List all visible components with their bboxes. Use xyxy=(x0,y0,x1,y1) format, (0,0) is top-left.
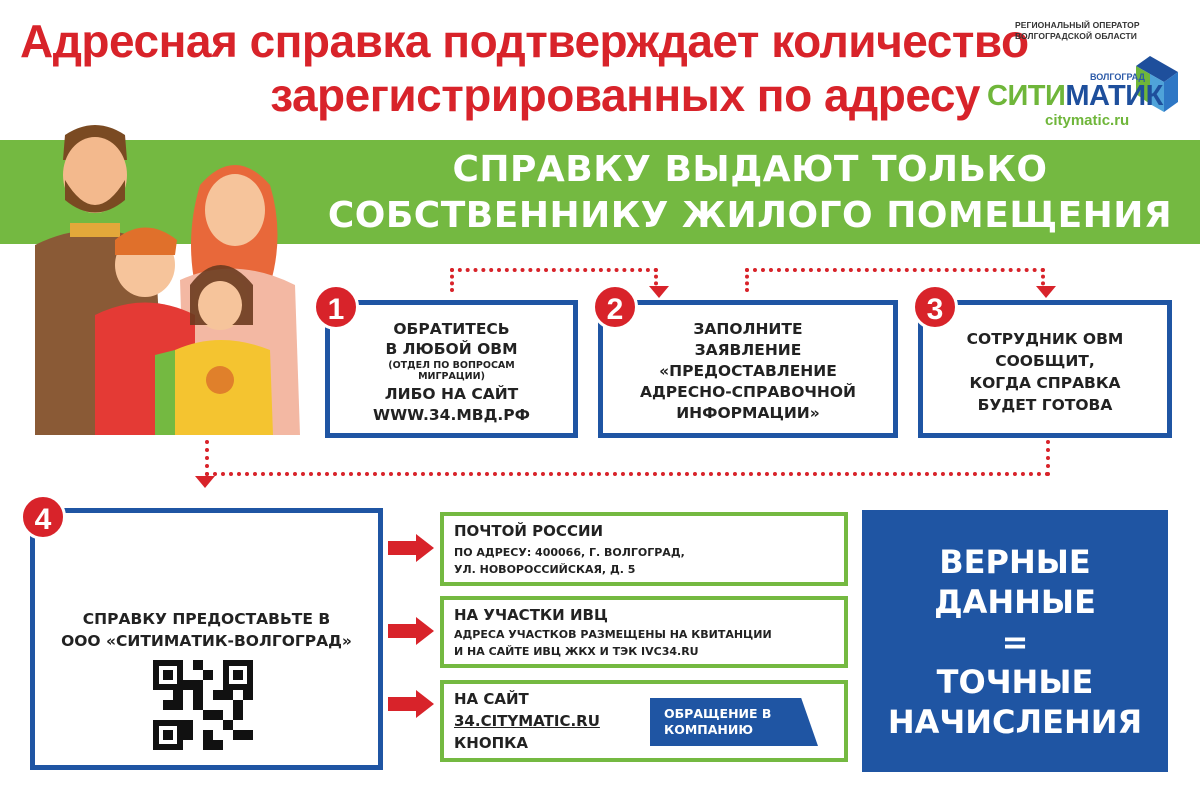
step-4-box: СПРАВКУ ПРЕДОСТАВЬТЕ В ООО «СИТИМАТИК-ВО… xyxy=(30,508,383,770)
step-2-line-3: «ПРЕДОСТАВЛЕНИЕ xyxy=(659,362,837,380)
connector-arrow-4-icon xyxy=(195,476,215,488)
option-post-sub-2: УЛ. НОВОРОССИЙСКАЯ, Д. 5 xyxy=(454,563,636,576)
headline-line-1: Адресная справка подтверждает количество xyxy=(20,15,1029,67)
appeal-button[interactable]: ОБРАЩЕНИЕ В КОМПАНИЮ xyxy=(650,698,818,746)
option-post-title: ПОЧТОЙ РОССИИ xyxy=(454,522,604,540)
step-3-line-2: СООБЩИТ, xyxy=(995,352,1095,370)
step-1-number: 1 xyxy=(313,284,359,330)
step-2-line-4: АДРЕСНО-СПРАВОЧНОЙ xyxy=(639,383,857,401)
logo-operator-line-1: РЕГИОНАЛЬНЫЙ ОПЕРАТОР xyxy=(1015,20,1140,30)
option-post-sub-1: ПО АДРЕСУ: 400066, Г. ВОЛГОГРАД, xyxy=(454,546,685,559)
logo-brand: СИТИМАТИК xyxy=(987,80,1163,113)
step-3-line-4: БУДЕТ ГОТОВА xyxy=(977,396,1113,414)
step-4-line-1: СПРАВКУ ПРЕДОСТАВЬТЕ В xyxy=(82,610,331,628)
step-1-small-1: (ОТДЕЛ ПО ВОПРОСАМ xyxy=(388,360,515,371)
banner: СПРАВКУ ВЫДАЮТ ТОЛЬКО СОБСТВЕННИКУ ЖИЛОГ… xyxy=(0,140,1200,244)
slogan-line-4: ТОЧНЫЕ xyxy=(936,663,1094,701)
logo-operator-caption: РЕГИОНАЛЬНЫЙ ОПЕРАТОР ВОЛГОГРАДСКОЙ ОБЛА… xyxy=(1015,20,1140,42)
connector-arrow-2-icon xyxy=(649,286,669,298)
step-2-line-2: ЗАЯВЛЕНИЕ xyxy=(694,341,802,359)
headline-line-2: зарегистрированных по адресу xyxy=(270,69,980,121)
headline: Адресная справка подтверждает количество… xyxy=(20,14,1029,122)
step-3-number: 3 xyxy=(912,284,958,330)
step-4-line-2: ООО «СИТИМАТИК-ВОЛГОГРАД» xyxy=(61,632,352,650)
step-2-line-5: ИНФОРМАЦИИ» xyxy=(676,404,820,422)
appeal-button-line-1: ОБРАЩЕНИЕ В xyxy=(664,706,772,721)
step-1-line-1: ОБРАТИТЕСЬ xyxy=(393,320,510,338)
step-1-box: ОБРАТИТЕСЬ В ЛЮБОЙ ОВМ (ОТДЕЛ ПО ВОПРОСА… xyxy=(325,300,578,438)
connector-2-3 xyxy=(745,268,1045,292)
option-post: ПОЧТОЙ РОССИИ ПО АДРЕСУ: 400066, Г. ВОЛГ… xyxy=(440,512,848,586)
connector-arrow-3-icon xyxy=(1036,286,1056,298)
logo-brand-part-2: МАТИК xyxy=(1065,80,1163,112)
step-3-line-3: КОГДА СПРАВКА xyxy=(969,374,1121,392)
step-3-line-1: СОТРУДНИК ОВМ xyxy=(966,330,1124,348)
family-illustration xyxy=(35,125,300,435)
logo-operator-line-2: ВОЛГОГРАДСКОЙ ОБЛАСТИ xyxy=(1015,31,1137,41)
step-1-line-2: В ЛЮБОЙ ОВМ xyxy=(385,340,518,358)
option-site-url: 34.CITYMATIC.RU xyxy=(454,712,600,730)
slogan-line-1: ВЕРНЫЕ xyxy=(939,543,1091,581)
option-ivc-sub-2: И НА САЙТЕ ИВЦ ЖКХ И ТЭК IVC34.RU xyxy=(454,645,699,658)
slogan-line-5: НАЧИСЛЕНИЯ xyxy=(887,703,1143,741)
option-site-title: НА САЙТ xyxy=(454,690,529,708)
banner-line-1: СПРАВКУ ВЫДАЮТ ТОЛЬКО xyxy=(452,149,1048,190)
logo-region: ВОЛГОГРАД xyxy=(1090,72,1145,82)
appeal-button-line-2: КОМПАНИЮ xyxy=(664,722,754,737)
step-2-line-1: ЗАПОЛНИТЕ xyxy=(693,320,803,338)
qr-code-icon xyxy=(153,660,253,750)
arrow-right-icon xyxy=(388,690,434,718)
arrow-right-icon xyxy=(388,617,434,645)
slogan-line-2: ДАННЫЕ xyxy=(934,583,1096,621)
step-2-number: 2 xyxy=(592,284,638,330)
banner-line-2: СОБСТВЕННИКУ ЖИЛОГО ПОМЕЩЕНИЯ xyxy=(327,195,1173,236)
step-1-small-2: МИГРАЦИИ) xyxy=(418,371,485,382)
logo-mark-icon xyxy=(1136,56,1178,112)
step-3-box: СОТРУДНИК ОВМ СООБЩИТ, КОГДА СПРАВКА БУД… xyxy=(918,300,1172,438)
slogan-equals: = xyxy=(1001,623,1029,661)
option-site-button-caption: КНОПКА xyxy=(454,734,528,752)
option-ivc-title: НА УЧАСТКИ ИВЦ xyxy=(454,606,608,624)
option-site: НА САЙТ 34.CITYMATIC.RU КНОПКА ОБРАЩЕНИЕ… xyxy=(440,680,848,762)
logo-site: citymatic.ru xyxy=(1045,112,1130,129)
option-ivc: НА УЧАСТКИ ИВЦ АДРЕСА УЧАСТКОВ РАЗМЕЩЕНЫ… xyxy=(440,596,848,668)
step-2-box: ЗАПОЛНИТЕ ЗАЯВЛЕНИЕ «ПРЕДОСТАВЛЕНИЕ АДРЕ… xyxy=(598,300,898,438)
slogan-box: ВЕРНЫЕ ДАННЫЕ = ТОЧНЫЕ НАЧИСЛЕНИЯ xyxy=(862,510,1168,772)
option-ivc-sub-1: АДРЕСА УЧАСТКОВ РАЗМЕЩЕНЫ НА КВИТАНЦИИ xyxy=(454,628,772,641)
citymatic-logo: РЕГИОНАЛЬНЫЙ ОПЕРАТОР ВОЛГОГРАДСКОЙ ОБЛА… xyxy=(985,20,1185,130)
step-1-line-3: ЛИБО НА САЙТ xyxy=(384,385,519,403)
arrow-right-icon xyxy=(388,534,434,562)
step-4-number: 4 xyxy=(20,494,66,540)
logo-brand-part-1: СИТИ xyxy=(987,80,1066,112)
connector-3-4 xyxy=(205,440,1050,476)
step-1-line-4: WWW.34.МВД.РФ xyxy=(372,406,531,424)
connector-1-2 xyxy=(450,268,658,292)
